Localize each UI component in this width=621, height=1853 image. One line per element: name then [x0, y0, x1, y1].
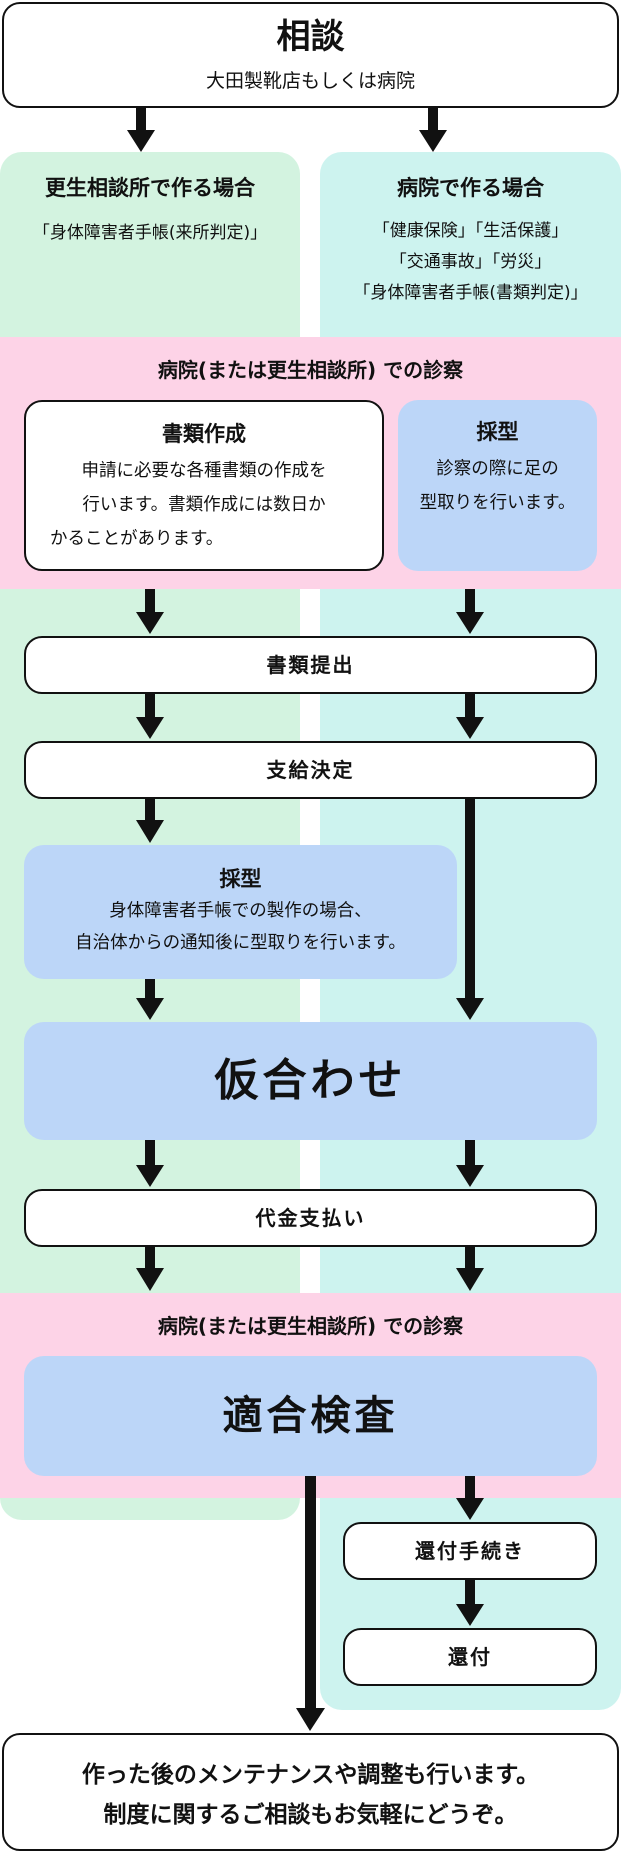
arrow-down-icon	[127, 108, 155, 152]
mold2-line-2: 自治体からの通知後に型取りを行います。	[75, 933, 406, 953]
refund-procedure-box: 還付手続き	[343, 1522, 597, 1580]
arrow-down-icon	[419, 108, 447, 152]
docs-box: 書類作成 申請に必要な各種書類の作成を 行います。書類作成には数日か かることが…	[24, 400, 384, 571]
docs-line-2: 行います。書類作成には数日か	[82, 495, 326, 515]
exam2-title: 病院(または更生相談所) での診察	[157, 1314, 464, 1338]
consult-box: 相談 大田製靴店もしくは病院	[2, 2, 619, 108]
refund-box: 還付	[343, 1628, 597, 1686]
consult-title: 相談	[276, 17, 345, 57]
mold1-title: 採型	[476, 420, 519, 444]
right-lane-title: 病院で作る場合	[397, 176, 544, 200]
footer-box: 作った後のメンテナンスや調整も行います。 制度に関するご相談もお気軽にどうぞ。	[2, 1733, 619, 1851]
mold-box-1: 採型 診察の際に足の 型取りを行います。	[398, 400, 597, 571]
docs-line-1: 申請に必要な各種書類の作成を	[81, 461, 327, 481]
payment-box: 代金支払い	[24, 1189, 597, 1247]
footer-line-2: 制度に関するご相談もお気軽にどうぞ。	[103, 1802, 518, 1828]
right-lane-line-3: 「身体障害者手帳(書類判定)」	[353, 283, 588, 303]
right-lane-line-2: 「交通事故」「労災」	[389, 252, 552, 272]
mold2-line-1: 身体障害者手帳での製作の場合、	[109, 901, 372, 921]
left-lane-desc: 「身体障害者手帳(来所判定)」	[32, 223, 268, 243]
mold1-line-2: 型取りを行います。	[419, 493, 576, 513]
fit-check-box: 適合検査	[24, 1356, 597, 1476]
left-lane-title: 更生相談所で作る場合	[45, 176, 255, 200]
mold1-line-1: 診察の際に足の	[436, 459, 559, 479]
consult-subtitle: 大田製靴店もしくは病院	[205, 70, 415, 92]
left-lane-header: 更生相談所で作る場合 「身体障害者手帳(来所判定)」	[0, 172, 300, 243]
docs-title: 書類作成	[162, 422, 246, 446]
right-lane-header: 病院で作る場合 「健康保険」「生活保護」 「交通事故」「労災」 「身体障害者手帳…	[320, 172, 621, 309]
fitting-box: 仮合わせ	[24, 1022, 597, 1140]
submit-box: 書類提出	[24, 636, 597, 694]
exam1-title: 病院(または更生相談所) での診察	[157, 358, 464, 382]
docs-line-3: かることがあります。	[50, 529, 224, 549]
mold2-title: 採型	[219, 867, 262, 891]
decision-box: 支給決定	[24, 741, 597, 799]
footer-line-1: 作った後のメンテナンスや調整も行います。	[81, 1762, 540, 1788]
right-lane-line-1: 「健康保険」「生活保護」	[372, 221, 569, 241]
mold-box-2: 採型 身体障害者手帳での製作の場合、 自治体からの通知後に型取りを行います。	[24, 845, 457, 979]
